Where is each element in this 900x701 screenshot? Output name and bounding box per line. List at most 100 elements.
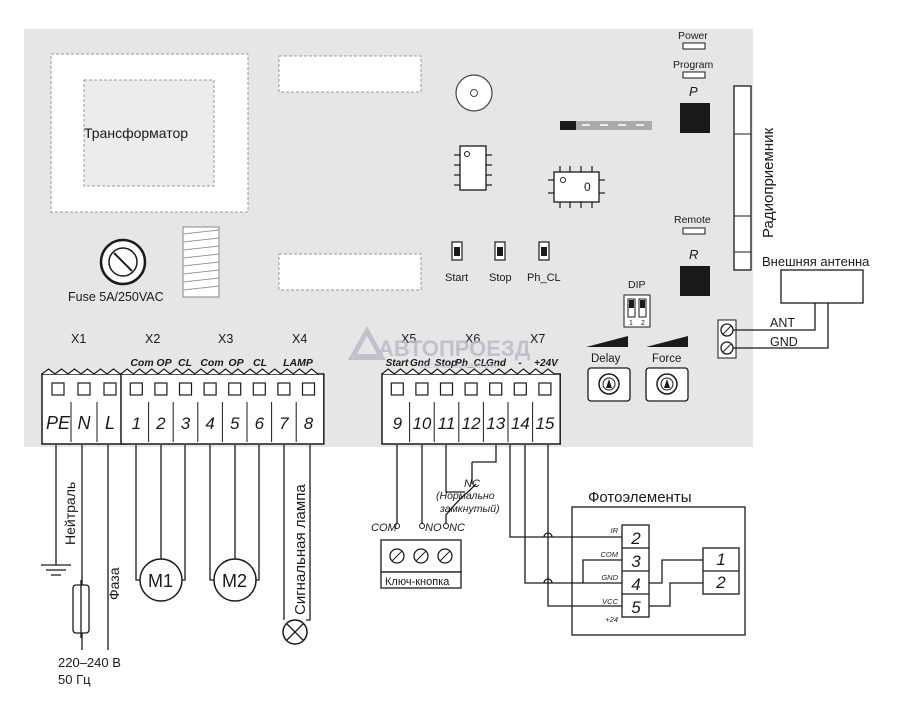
x6-label: X6 [465,332,480,346]
terminal-function-label: OP [228,357,244,369]
receiver-terminal-number: 2 [630,529,641,548]
force-trimmer[interactable]: Force [645,336,689,402]
ant-label: ANT [770,316,795,330]
watermark-sub: системы автоматики [420,361,496,370]
terminal-screw [538,382,552,396]
dip-1-label: 1 [629,320,633,327]
receiver-label: Радиоприемник [760,128,777,238]
neutral-label: Нейтраль [62,482,78,545]
terminal-function-label: - [518,358,522,369]
terminal-x1-label: N [78,413,92,433]
watermark-brand: АВТОПРОЕЗД [378,336,531,361]
signal-lamp: Сигнальная лампа [282,445,311,645]
terminal-screw [154,382,168,396]
key-com-terminal [394,523,400,529]
freq-label: 50 Гц [58,672,91,687]
program-led [682,71,706,79]
terminal-function-label: LAMP [283,357,314,369]
dip-switch[interactable]: DIP On 1 2 [623,279,651,328]
terminal-number: 13 [486,414,505,433]
terminal-function-label: Com [130,357,153,369]
terminal-function-label: Stop [435,358,457,369]
dip-2-label: 2 [641,320,645,327]
terminal-number: 12 [462,414,481,433]
fuse-label: Fuse 5A/250VAC [68,290,164,304]
dip-on-label: On [627,304,634,310]
terminal-function-label: Gnd [486,358,507,369]
receiver-pin-label: COM [601,550,619,559]
ic-chip-small [454,145,492,191]
terminal-function-label: CL [178,357,192,369]
voltage-label: 220–240 В [58,655,121,670]
terminal-function-label: Com [200,357,223,369]
key-switch [396,445,497,526]
terminal-screw [277,382,291,396]
component-area-bottom [278,253,422,291]
varistor [182,226,220,298]
key-switch-block: Ключ-кнопка [380,539,462,589]
x4-label: X4 [292,332,307,346]
terminal-function-label: Ph_CL [455,358,487,369]
photocell-wiring [509,445,703,607]
x2-label: X2 [145,332,160,346]
terminal-screw [415,382,429,396]
terminal-number: 14 [511,414,530,433]
terminal-screw [252,382,266,396]
x5-label: X5 [401,332,416,346]
dip-title: DIP [628,279,646,291]
terminal-function-label: OP [156,357,172,369]
terminal-screw [489,382,503,396]
transformer: Трансформатор [50,53,249,213]
antenna-title: Внешняя антенна [762,254,870,269]
buzzer [455,74,493,112]
terminal-screw [77,382,91,396]
watermark: АВТОПРОЕЗД системы автоматики [348,326,531,370]
program-led-label: Program [673,59,714,71]
transmitter-terminal-number: 2 [715,573,726,592]
lamp-label: Сигнальная лампа [292,484,309,615]
terminal-x1-label: L [105,413,115,433]
program-button[interactable] [680,103,710,133]
terminal-screw [301,382,316,396]
button-p-label: P [689,84,698,99]
terminal-screw [103,382,117,396]
m2-label: M2 [222,571,247,591]
photocells-title: Фотоэлементы [588,489,691,506]
receiver-terminal-number: 5 [631,598,641,617]
nc-desc-1: (Нормально [436,490,495,502]
terminal-screw [390,382,404,396]
terminal-number: 3 [181,414,191,433]
delay-trimmer[interactable]: Delay [586,336,631,402]
ic-chip-large: 0 [548,166,605,208]
receiver-terminal-number: 3 [631,552,641,571]
terminal-function-label: Gnd [410,358,431,369]
terminal-number: 7 [279,414,289,433]
key-nc-terminal [443,523,449,529]
x1-label: X1 [71,332,86,346]
remote-led-label: Remote [674,214,711,226]
terminal-function-label: CL [253,357,267,369]
motor-m1: M1 [139,558,183,602]
photocells-frame [571,506,746,636]
ph-cl-label: Ph_CL [527,272,561,284]
receiver-pin-label: IR [611,526,619,535]
terminal-screw [464,382,478,396]
remote-button[interactable] [680,266,710,296]
transmitter-terminal-number: 1 [716,550,725,569]
terminal-number: 9 [393,414,403,433]
force-label: Force [652,353,681,365]
terminal-number: 1 [132,414,141,433]
terminal-number: 6 [255,414,265,433]
component-area-top [278,55,422,93]
start-label: Start [445,272,468,284]
terminal-screw [203,382,217,396]
phase-label: Фаза [106,567,122,600]
fuse: Fuse 5A/250VAC [68,238,164,304]
x3-label: X3 [218,332,233,346]
power-led [682,42,706,50]
nc-desc-2: замкнутый) [439,503,500,515]
